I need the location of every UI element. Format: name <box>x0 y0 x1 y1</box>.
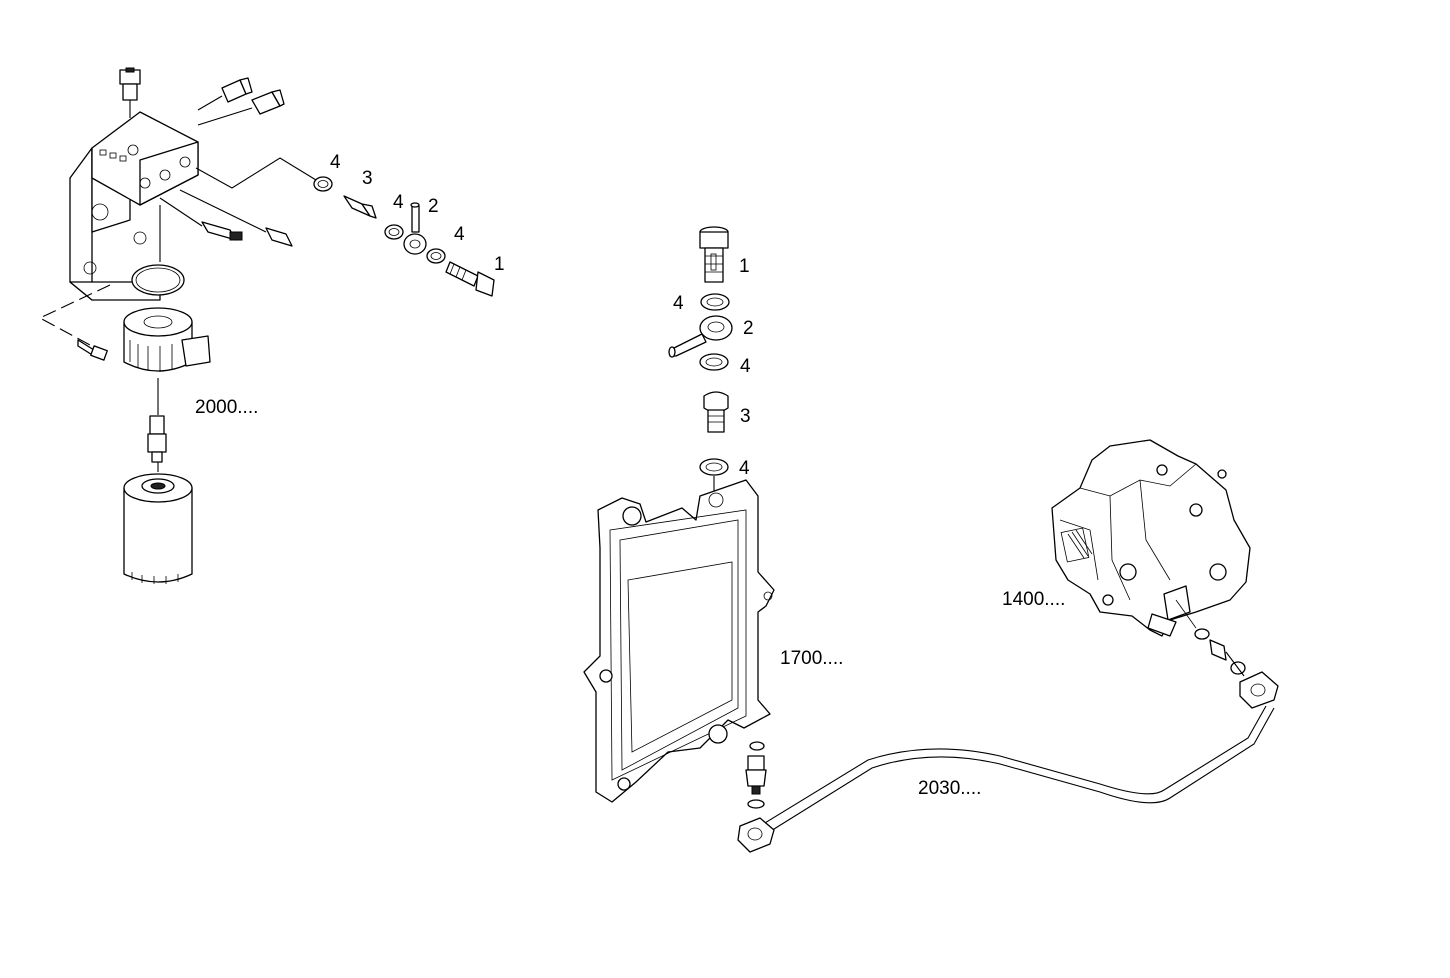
filter-cartridge <box>123 473 193 584</box>
left-banjo <box>403 202 427 255</box>
pipe-nut-upper <box>1239 671 1279 709</box>
callout-left-4a: 4 <box>330 152 341 173</box>
pipe-nut-lower <box>737 817 775 853</box>
temp-sensor <box>201 221 243 241</box>
group-label-2000: 2000.... <box>195 397 258 418</box>
center-banjo <box>668 315 733 358</box>
side-fitting-upper-2 <box>251 89 285 115</box>
side-fitting-upper <box>221 77 253 103</box>
filter-nipple <box>147 415 167 463</box>
filter-head <box>123 307 211 372</box>
group-labels: 2000.... 1700.... 1400.... 2030.... <box>195 397 1065 799</box>
center-connector <box>703 391 729 433</box>
left-banjo-set <box>313 176 495 297</box>
left-callouts: 4 3 4 2 4 1 <box>330 152 505 275</box>
callout-left-1: 1 <box>494 254 505 275</box>
group-label-2030: 2030.... <box>918 778 981 799</box>
high-pressure-pump <box>1051 439 1251 677</box>
group-label-1400: 1400.... <box>1002 589 1065 610</box>
top-fitting <box>119 67 141 101</box>
left-banjo-bolt <box>445 261 495 297</box>
callout-center-1: 1 <box>739 256 750 277</box>
mounting-bolt <box>77 339 108 361</box>
center-banjo-stack <box>668 226 733 500</box>
side-plug <box>265 227 293 247</box>
callout-center-4a: 4 <box>673 293 684 314</box>
pressure-sensor <box>745 741 767 809</box>
center-banjo-bolt <box>699 226 729 283</box>
callout-center-4b: 4 <box>740 356 751 377</box>
callout-left-4c: 4 <box>454 224 465 245</box>
hp-pipe <box>737 671 1279 853</box>
callout-left-4b: 4 <box>393 192 404 213</box>
group-label-1700: 1700.... <box>780 648 843 669</box>
filter-bracket-assembly <box>38 67 317 584</box>
center-callouts: 1 4 2 4 3 4 <box>673 256 754 479</box>
callout-center-4c: 4 <box>739 458 750 479</box>
mounting-plate <box>583 479 775 803</box>
callout-left-3: 3 <box>362 168 373 189</box>
callout-center-2: 2 <box>743 318 754 339</box>
callout-left-2: 2 <box>428 196 439 217</box>
callout-center-3: 3 <box>740 406 751 427</box>
